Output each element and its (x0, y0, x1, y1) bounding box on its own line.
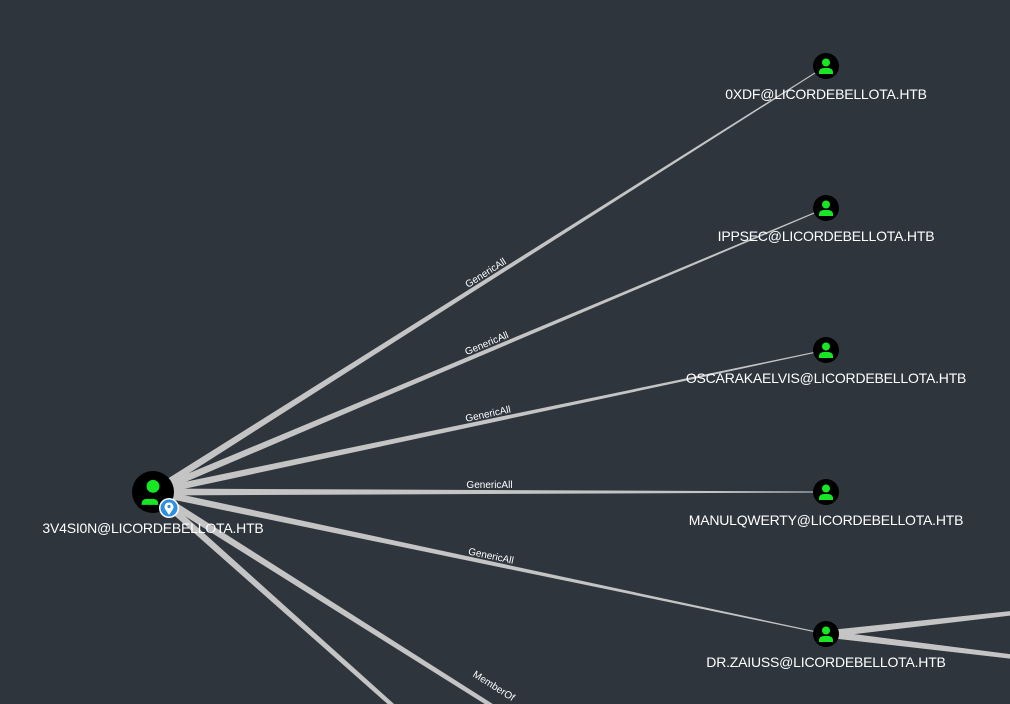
user-icon (819, 200, 833, 216)
edge-link[interactable] (825, 630, 1010, 662)
edge-link[interactable] (150, 489, 422, 704)
user-icon (141, 479, 160, 505)
node-label: OSCARAKAELVIS@LICORDEBELLOTA.HTB (685, 370, 967, 386)
edge-label: GenericAll (466, 480, 512, 491)
user-node[interactable] (813, 621, 839, 647)
user-node[interactable] (813, 195, 839, 221)
node-label: DR.ZAIUSS@LICORDEBELLOTA.HTB (706, 654, 946, 670)
edge-genericall[interactable]: GenericAll (151, 65, 827, 495)
edge-genericall[interactable]: GenericAll (151, 207, 827, 496)
node-label: MANULQWERTY@LICORDEBELLOTA.HTB (688, 512, 964, 528)
user-node[interactable] (813, 53, 839, 79)
edge-link[interactable] (825, 608, 1010, 638)
edge-genericall[interactable]: GenericAll (152, 488, 827, 635)
owned-pin-icon (159, 498, 179, 518)
user-icon (819, 342, 833, 358)
node-label: 0XDF@LICORDEBELLOTA.HTB (725, 86, 927, 102)
user-icon (819, 626, 833, 642)
edge-genericall[interactable]: GenericAll (153, 480, 826, 496)
user-icon (819, 484, 833, 500)
user-node[interactable] (813, 337, 839, 363)
node-label: 3V4SI0N@LICORDEBELLOTA.HTB (42, 520, 264, 536)
user-node[interactable] (813, 479, 839, 505)
user-node[interactable] (132, 471, 179, 518)
user-icon (819, 58, 833, 74)
node-label: IPPSEC@LICORDEBELLOTA.HTB (717, 228, 935, 244)
